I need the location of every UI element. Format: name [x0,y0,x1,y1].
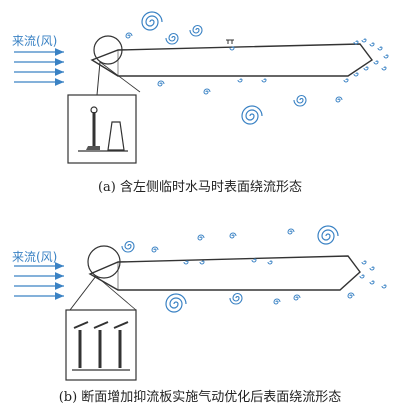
panel-a-caption: (a) 含左侧临时水马时表面绕流形态 [97,180,303,195]
panel-b-magnifier-circle [87,245,121,279]
railing-mark [226,39,234,44]
panel-a-wind-arrows [14,48,64,86]
panel-a-flow-label: 来流(风) [12,34,58,48]
vortex [335,96,343,103]
vortex [229,292,243,305]
vortex [287,228,295,235]
vortex [293,294,301,301]
vortex [165,32,179,45]
panel-b-magnifier-leader [95,275,137,311]
panel-a-magnifier-leader [99,61,141,93]
vortex [121,240,135,253]
vortex [141,11,163,31]
vortex [189,24,203,37]
panel-a [14,11,389,164]
panel-b-wind-arrows [14,262,64,300]
panel-a-magnifier-leader [96,61,101,96]
panel-b-magnifier-leader [69,275,97,311]
vortex [203,88,211,95]
vortex [347,292,355,299]
panel-a-deck-section [90,43,374,77]
panel-b-deck-section [88,255,361,291]
vortex [229,232,237,239]
panel-a-detail-box [67,94,137,164]
panel-b [14,225,387,381]
panel-b-wake-dots [183,258,387,289]
panel-b-caption: (b) 断面增加抑流板实施气动优化后表面绕流形态 [58,390,342,405]
vortex [317,225,339,245]
vortex [273,298,281,305]
vortex [165,293,187,313]
panel-a-magnifier-circle [93,35,123,65]
panel-a-water-barrier-icon [78,106,128,152]
vortex [125,32,133,39]
vortex [157,80,165,87]
panel-b-flow-suppression-plate-icon [72,321,130,371]
vortex [197,234,205,241]
vortex [293,94,307,107]
vortex [151,246,159,253]
panel-b-flow-label: 来流(风) [12,250,58,264]
vortex [241,105,263,125]
